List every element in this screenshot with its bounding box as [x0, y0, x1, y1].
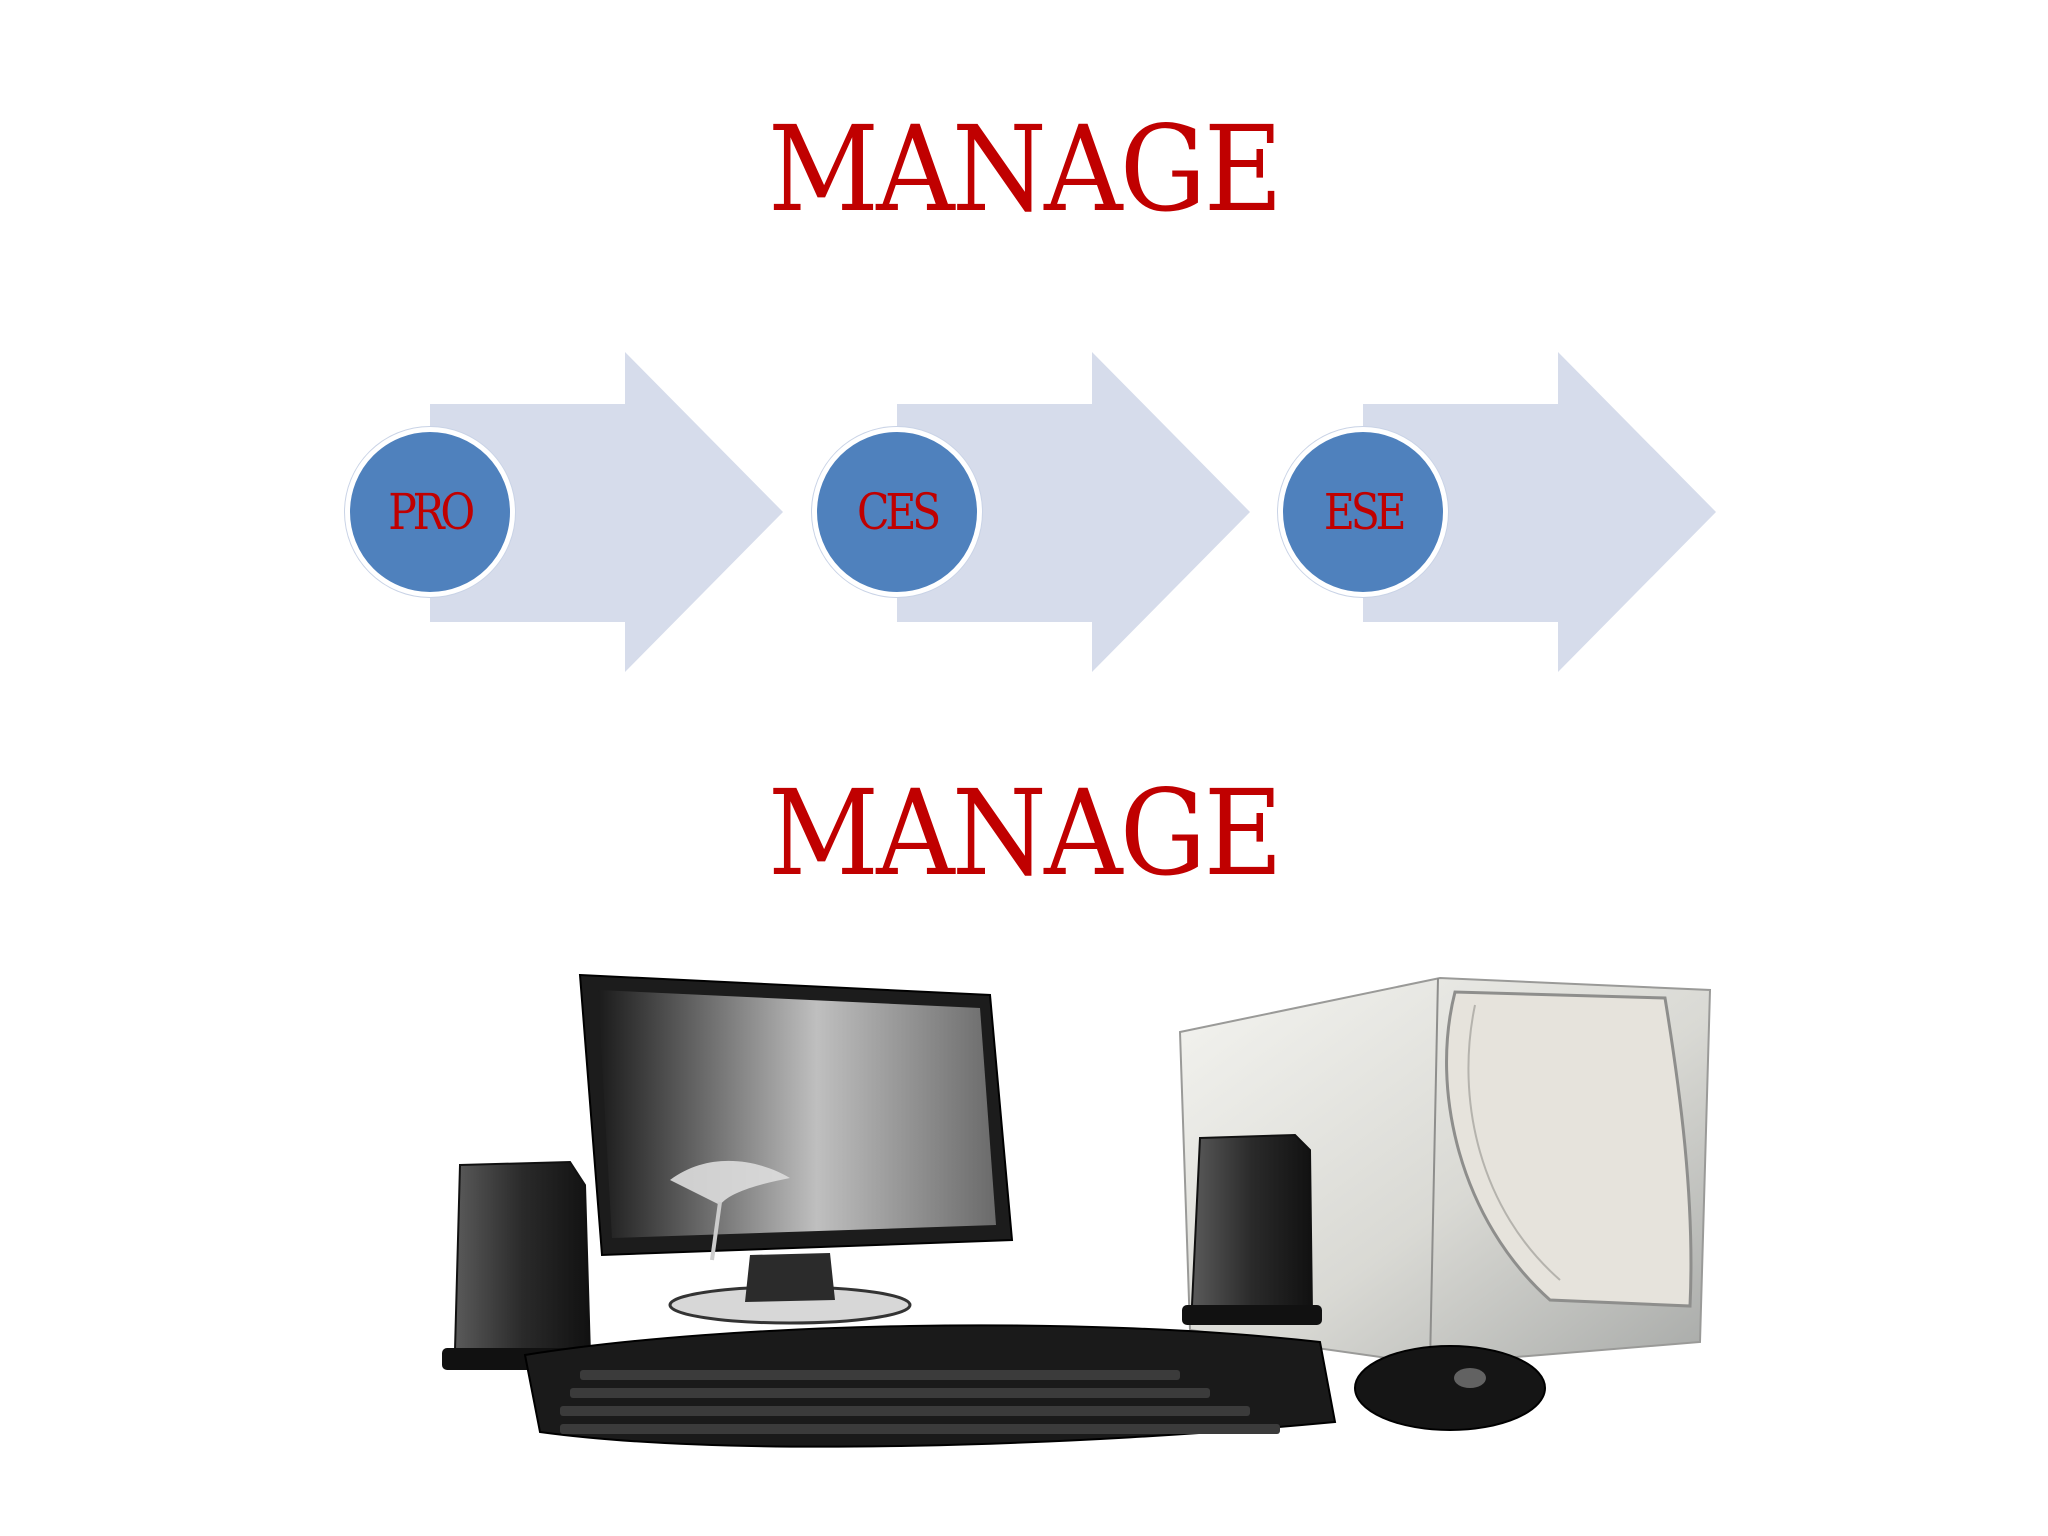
step-circle: PRO [345, 427, 515, 597]
step-2: CES [812, 352, 1322, 677]
left-speaker-icon [442, 1160, 602, 1370]
keyboard-icon [523, 1324, 1337, 1448]
step-label: CES [857, 483, 941, 541]
tower-case-icon [1178, 976, 1712, 1366]
step-3: ESE [1278, 352, 1788, 677]
step-1: PRO [345, 352, 855, 677]
step-circle: ESE [1278, 427, 1448, 597]
title-top: MANAGE [767, 100, 1283, 238]
title-bottom: MANAGE [767, 764, 1283, 902]
arrow-right-icon [897, 352, 1250, 672]
arrow-right-icon [1363, 352, 1716, 672]
monitor-icon [578, 973, 1014, 1325]
arrow-right-icon [430, 352, 783, 672]
right-speaker-icon [1182, 1133, 1322, 1325]
mouse-icon [1354, 1345, 1546, 1431]
desktop-computer-icon [442, 973, 1712, 1448]
step-label: ESE [1323, 483, 1407, 541]
step-label: PRO [388, 483, 476, 541]
step-circle: CES [812, 427, 982, 597]
